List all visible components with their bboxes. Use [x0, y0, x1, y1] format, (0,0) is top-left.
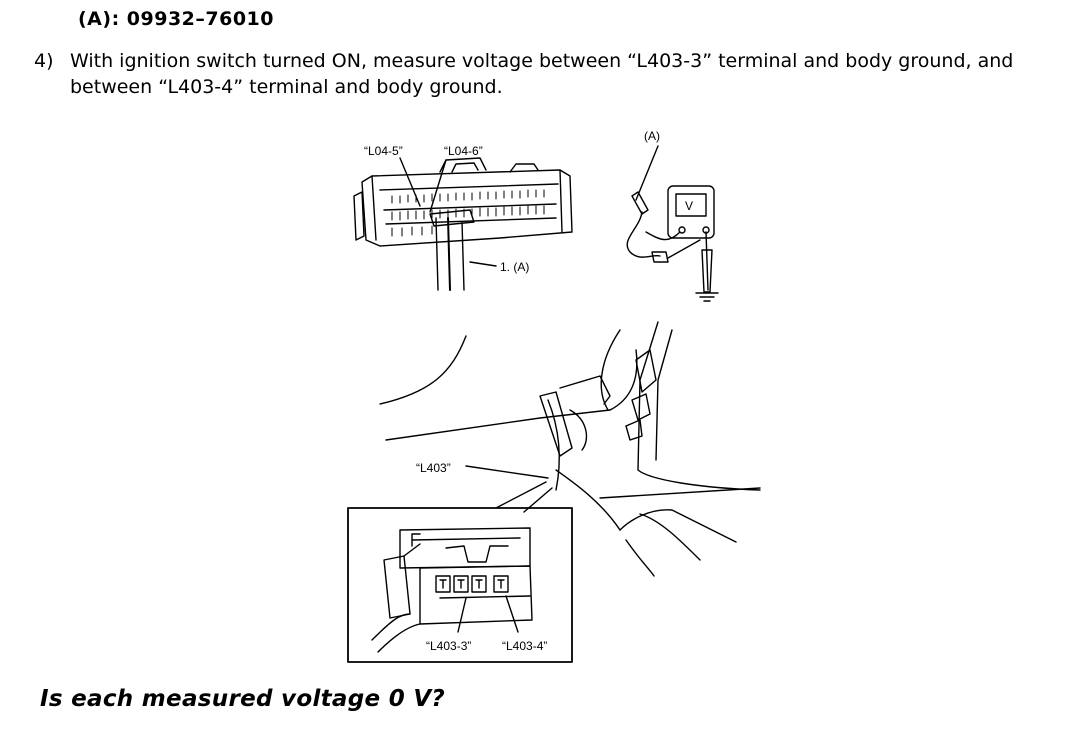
voltmeter-illustration	[626, 145, 719, 302]
inspection-question: Is each measured voltage 0 V?	[40, 686, 446, 712]
label-l04-6: “L04-6”	[444, 144, 483, 158]
label-l403-3: “L403-3”	[426, 639, 471, 653]
label-l403-4: “L403-4”	[502, 639, 547, 653]
label-part-1a: 1. (A)	[500, 260, 529, 274]
label-tool-a: (A)	[644, 129, 660, 143]
label-l403: “L403”	[416, 461, 451, 475]
l403-connector-inset	[347, 507, 573, 663]
step-text: With ignition switch turned ON, measure …	[70, 50, 1014, 98]
step-number: 4)	[34, 50, 54, 72]
label-voltmeter-v: V	[685, 199, 693, 213]
vehicle-body-illustration	[379, 321, 761, 577]
special-tool-reference: (A): 09932–76010	[78, 8, 274, 30]
label-l04-5: “L04-5”	[364, 144, 403, 158]
ecm-connector-illustration	[353, 157, 573, 291]
